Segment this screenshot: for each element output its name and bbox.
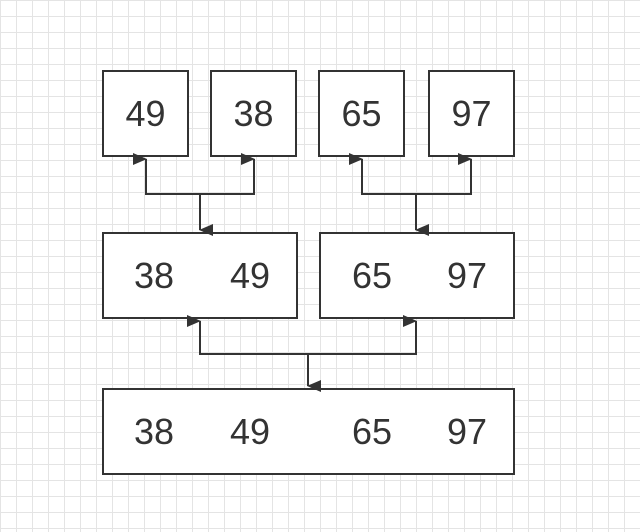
level1-box-2: 38 bbox=[210, 70, 297, 157]
level3-value-1: 38 bbox=[133, 410, 175, 452]
level3-value-2: 49 bbox=[229, 410, 271, 452]
level2-right-value-1: 65 bbox=[351, 254, 393, 296]
level2-left-value-2: 49 bbox=[229, 254, 271, 296]
level1-box-4: 97 bbox=[428, 70, 515, 157]
connector-left-pair-bar bbox=[133, 153, 255, 195]
level2-left-value-1: 38 bbox=[133, 254, 175, 296]
level1-box-3: 65 bbox=[318, 70, 405, 157]
level1-value-2: 38 bbox=[233, 92, 274, 134]
level2-box-left: 38 49 bbox=[102, 232, 298, 319]
level2-right-value-2: 97 bbox=[446, 254, 488, 296]
level3-value-3: 65 bbox=[351, 410, 393, 452]
level3-box: 38 49 65 97 bbox=[102, 388, 515, 475]
connector-right-pair-bar bbox=[349, 153, 472, 195]
level1-box-1: 49 bbox=[102, 70, 189, 157]
level1-value-3: 65 bbox=[341, 92, 382, 134]
level1-value-1: 49 bbox=[125, 92, 166, 134]
level2-box-right: 65 97 bbox=[319, 232, 515, 319]
level1-value-4: 97 bbox=[451, 92, 492, 134]
connector-level2-bar bbox=[187, 315, 417, 355]
level3-value-4: 97 bbox=[446, 410, 488, 452]
